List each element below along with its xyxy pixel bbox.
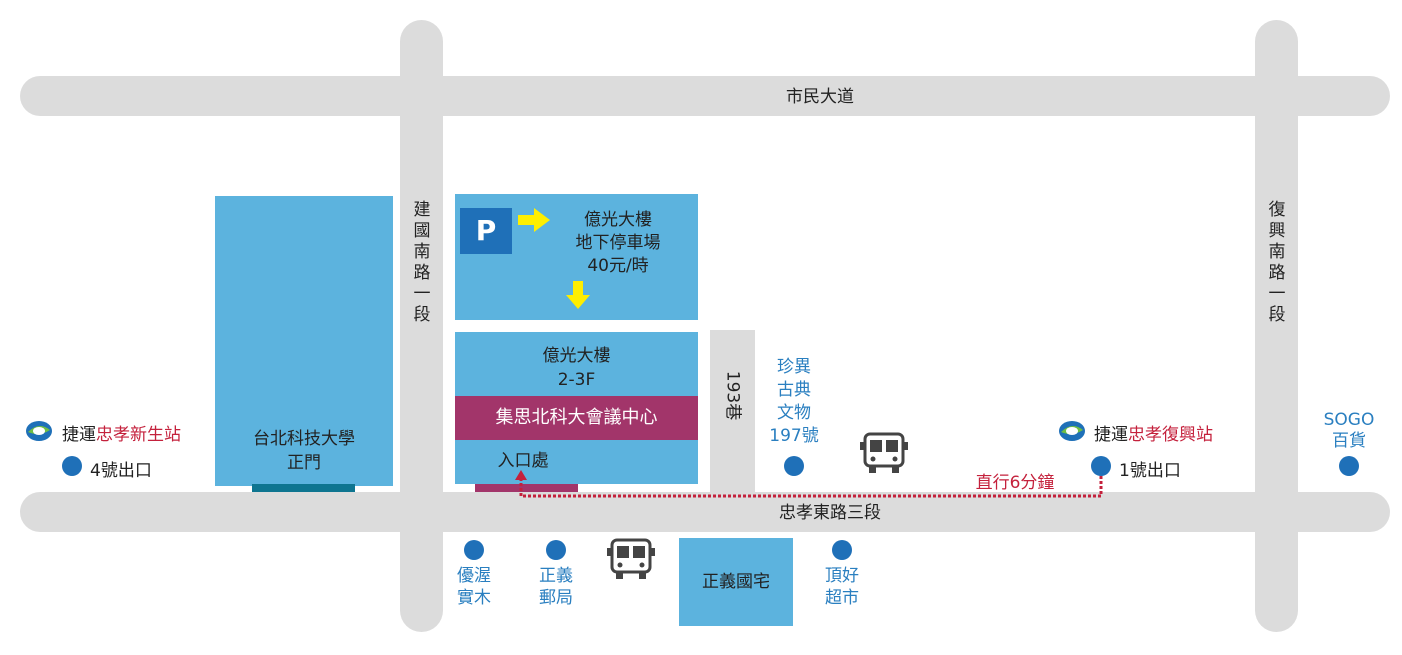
venue-label-line2: 2-3F	[557, 370, 596, 390]
metro-right-station: 忠孝復興站	[1128, 425, 1213, 445]
road-label-shimin: 市民大道	[786, 87, 854, 107]
metro-right-exit-label: 1號出口	[1119, 461, 1181, 481]
metro-right-label: 捷運忠孝復興站	[1094, 420, 1213, 445]
parking-label-line3: 40元/時	[587, 256, 649, 276]
metro-right-prefix: 捷運	[1094, 425, 1128, 445]
venue-entrance-label: 入口處	[497, 451, 549, 471]
walk-route-label: 直行6分鐘	[975, 473, 1055, 493]
zhenyi-label-line1: 珍異	[777, 357, 811, 377]
post-dot	[546, 540, 566, 560]
arrow-right-icon	[518, 208, 550, 232]
ntut-label-line1: 台北科技大學	[253, 429, 355, 449]
parking-label-line2: 地下停車場	[575, 233, 661, 253]
metro-left-prefix: 捷運	[62, 425, 96, 445]
dinghao-label-line1: 頂好	[825, 566, 859, 586]
road-zhongxiao	[20, 492, 1390, 532]
road-label-fuxing: 復興南路一段	[1268, 200, 1286, 325]
housing-block	[679, 538, 793, 626]
sogo-label-line2: 百貨	[1332, 431, 1366, 451]
metro-left-label: 捷運忠孝新生站	[62, 420, 181, 445]
metro-left-logo-icon	[26, 421, 52, 441]
road-jianguo	[400, 20, 443, 632]
youwo-dot	[464, 540, 484, 560]
ntut-label-line2: 正門	[287, 453, 321, 473]
metro-left-exit-label: 4號出口	[90, 461, 152, 481]
sogo-label-line1: SOGO	[1323, 410, 1375, 430]
metro-right-exit-dot	[1091, 456, 1111, 476]
post-label-line1: 正義	[539, 566, 573, 586]
road-fuxing	[1255, 20, 1298, 632]
youwo-label-line2: 實木	[457, 588, 491, 608]
parking-icon[interactable]: P	[460, 208, 512, 254]
youwo-label-line1: 優渥	[457, 566, 491, 586]
bus-icon	[607, 538, 655, 579]
bus-icon	[860, 432, 908, 473]
dinghao-dot	[832, 540, 852, 560]
arrow-down-icon	[566, 281, 590, 309]
zhenyi-dot	[784, 456, 804, 476]
road-label-jianguo: 建國南路一段	[413, 200, 431, 325]
venue-entrance-bar	[475, 484, 578, 492]
metro-left-exit-dot	[62, 456, 82, 476]
road-label-zhongxiao: 忠孝東路三段	[779, 503, 881, 523]
zhenyi-label-line2: 古典	[777, 380, 811, 400]
lane-193	[710, 330, 755, 492]
metro-left-station: 忠孝新生站	[96, 425, 181, 445]
housing-label: 正義國宅	[702, 572, 770, 592]
zhenyi-label-line4: 197號	[769, 426, 819, 446]
venue-banner[interactable]: 集思北科大會議中心	[455, 396, 698, 440]
zhenyi-label-line3: 文物	[777, 403, 811, 423]
parking-icon-label: P	[475, 214, 497, 247]
dinghao-label-line2: 超市	[825, 588, 859, 608]
post-label-line2: 郵局	[539, 588, 573, 608]
metro-right-logo-icon	[1059, 421, 1085, 441]
ntut-block	[215, 196, 393, 486]
road-shimin	[20, 76, 1390, 116]
sogo-dot	[1339, 456, 1359, 476]
parking-label-line1: 億光大樓	[584, 210, 652, 230]
ntut-gate-bar	[252, 484, 355, 492]
venue-label-line1: 億光大樓	[542, 346, 611, 366]
